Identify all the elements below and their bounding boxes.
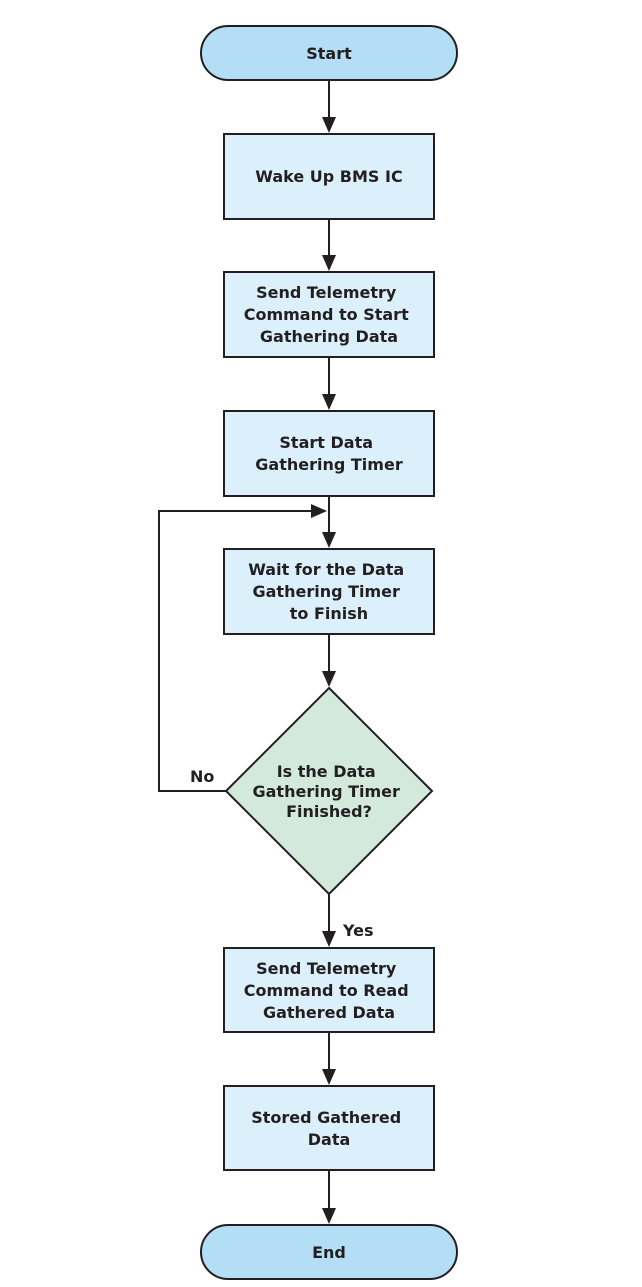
arrow-timer-to-wait	[322, 532, 336, 548]
start-timer-shape	[223, 410, 435, 497]
send-read-command-shape	[223, 947, 435, 1033]
send-start-command-node: Send Telemetry Command to Start Gatherin…	[223, 271, 435, 358]
arrow-wake-to-send-start	[322, 255, 336, 271]
yes-label: Yes	[342, 921, 374, 940]
no-label: No	[190, 767, 214, 786]
arrow-decision-no-loop	[311, 504, 327, 518]
wait-timer-node: Wait for the Data Gathering Timer to Fin…	[223, 548, 435, 635]
arrow-start-to-wake	[322, 117, 336, 133]
arrow-wait-to-decision	[322, 671, 336, 687]
wait-timer-label: Wait for the Data Gathering Timer to Fin…	[248, 560, 410, 623]
start-label: Start	[306, 44, 352, 63]
send-read-command-label: Send Telemetry Command to Read Gathered …	[244, 959, 415, 1022]
start-timer-label: Start Data Gathering Timer	[255, 433, 403, 474]
decision-label: Is the Data Gathering Timer Finished?	[253, 762, 406, 821]
send-start-command-label: Send Telemetry Command to Start Gatherin…	[244, 283, 415, 346]
edge-decision-no-loop	[158, 510, 312, 792]
start-node: Start	[200, 25, 458, 81]
arrow-send-start-to-timer	[322, 394, 336, 410]
wake-up-bms-shape	[223, 133, 435, 220]
store-data-node: Stored Gathered Data	[223, 1085, 435, 1171]
start-timer-node: Start Data Gathering Timer	[223, 410, 435, 497]
end-label: End	[312, 1243, 346, 1262]
store-data-label: Stored Gathered Data	[251, 1108, 407, 1149]
arrow-store-to-end	[322, 1208, 336, 1224]
store-data-shape	[223, 1085, 435, 1171]
wake-up-bms-label: Wake Up BMS IC	[255, 167, 402, 186]
send-start-command-shape	[223, 271, 435, 358]
timer-finished-decision: Is the Data Gathering Timer Finished?	[224, 686, 434, 896]
end-node: End	[200, 1224, 458, 1280]
end-shape	[200, 1224, 458, 1280]
wake-up-bms-node: Wake Up BMS IC	[223, 133, 435, 220]
arrow-send-read-to-store	[322, 1069, 336, 1085]
wait-timer-shape	[223, 548, 435, 635]
arrow-decision-yes	[322, 931, 336, 947]
send-read-command-node: Send Telemetry Command to Read Gathered …	[223, 947, 435, 1033]
